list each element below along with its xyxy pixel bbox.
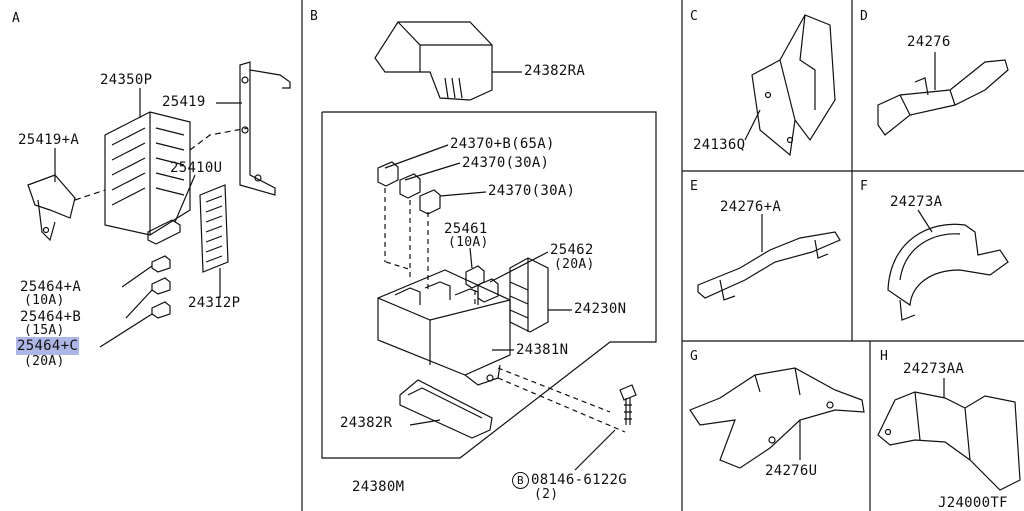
bolt-symbol-icon: B xyxy=(512,472,529,489)
a-leader-lines xyxy=(54,88,242,348)
bracket-24136Q-drawing xyxy=(751,14,836,157)
fuse-25464B-drawing xyxy=(151,277,171,295)
label-25464A-amp: (10A) xyxy=(24,293,65,308)
label-24381N[interactable]: 24381N xyxy=(516,342,569,358)
leader-25462 xyxy=(489,251,549,283)
label-25410U[interactable]: 25410U xyxy=(170,160,223,176)
label-08146-qty: (2) xyxy=(534,487,559,502)
fuse-25464C-drawing xyxy=(151,301,171,319)
b-dashed-guides xyxy=(384,188,626,433)
bolt-08146-drawing xyxy=(619,384,637,425)
box-24381N-drawing xyxy=(377,269,511,386)
section-g-letter: G xyxy=(690,349,698,364)
leader-25461 xyxy=(469,247,473,269)
cover-24273A-drawing xyxy=(887,223,1009,321)
leader-08146 xyxy=(574,429,616,471)
label-25462[interactable]: 25462 xyxy=(550,242,594,258)
fuse-25461-drawing xyxy=(465,265,485,289)
label-25464C[interactable]: 25464+C xyxy=(16,337,80,355)
diagram-code: J24000TF xyxy=(938,495,1008,511)
link-24370-1-drawing xyxy=(399,173,421,199)
bracket-25419-drawing xyxy=(239,61,291,196)
label-25419[interactable]: 25419 xyxy=(162,94,206,110)
label-25419A[interactable]: 25419+A xyxy=(18,132,80,148)
label-24380M[interactable]: 24380M xyxy=(352,479,405,495)
label-08146-text: 08146-6122G xyxy=(531,472,628,488)
duct-24276A-drawing xyxy=(697,231,841,301)
label-25464C-text: 25464+C xyxy=(16,337,80,355)
cover-24382RA-drawing xyxy=(374,21,493,101)
fuse-25464A-drawing xyxy=(151,255,171,273)
link-24370B-drawing xyxy=(377,161,399,187)
fuse-block-24350P-drawing xyxy=(104,111,191,236)
label-25464B[interactable]: 25464+B xyxy=(20,309,82,325)
leader-24370-2 xyxy=(439,191,487,197)
label-25461-amp: (10A) xyxy=(448,235,489,250)
label-24370-2[interactable]: 24370(30A) xyxy=(488,183,576,199)
section-f-letter: F xyxy=(860,179,868,194)
leader-24382R xyxy=(409,419,441,426)
label-24230N[interactable]: 24230N xyxy=(574,301,627,317)
label-24382RA[interactable]: 24382RA xyxy=(524,63,586,79)
grille-24312P-drawing xyxy=(199,184,229,273)
leader-24370B xyxy=(384,144,449,169)
section-b-letter: B xyxy=(310,9,318,24)
duct-24276U-drawing xyxy=(689,367,865,469)
label-24350P[interactable]: 24350P xyxy=(100,72,153,88)
leader-24136Q xyxy=(744,109,761,141)
a-dashed-guides xyxy=(74,127,249,201)
leader-24370-1 xyxy=(404,162,461,181)
label-24273A[interactable]: 24273A xyxy=(890,194,943,210)
label-24273AA[interactable]: 24273AA xyxy=(903,361,965,377)
label-25461[interactable]: 25461 xyxy=(444,221,488,237)
label-24276[interactable]: 24276 xyxy=(907,34,951,50)
label-25464B-amp: (15A) xyxy=(24,323,65,338)
label-25464C-amp: (20A) xyxy=(24,354,65,369)
section-d-letter: D xyxy=(860,9,868,24)
label-24382R[interactable]: 24382R xyxy=(340,415,393,431)
leader-24273A xyxy=(917,209,933,233)
label-24136Q[interactable]: 24136Q xyxy=(693,137,746,153)
label-24276A[interactable]: 24276+A xyxy=(720,199,782,215)
section-h-letter: H xyxy=(880,349,888,364)
cover-24273AA-drawing xyxy=(877,391,1021,491)
label-24370B[interactable]: 24370+B(65A) xyxy=(450,136,555,152)
label-25464A[interactable]: 25464+A xyxy=(20,279,82,295)
label-24312P[interactable]: 24312P xyxy=(188,295,241,311)
label-25462-amp: (20A) xyxy=(554,257,595,272)
section-a-letter: A xyxy=(12,11,20,26)
bracket-25419A-drawing xyxy=(27,174,76,242)
assembly-frame-24380M xyxy=(321,111,657,459)
label-24276U[interactable]: 24276U xyxy=(765,463,818,479)
duct-24276-drawing xyxy=(877,59,1009,136)
relay-25410U-drawing xyxy=(147,219,181,245)
cover-24382R-drawing xyxy=(399,379,493,439)
section-e-letter: E xyxy=(690,179,698,194)
section-c-letter: C xyxy=(690,9,698,24)
label-24370-1[interactable]: 24370(30A) xyxy=(462,155,550,171)
link-24370-2-drawing xyxy=(419,189,441,215)
